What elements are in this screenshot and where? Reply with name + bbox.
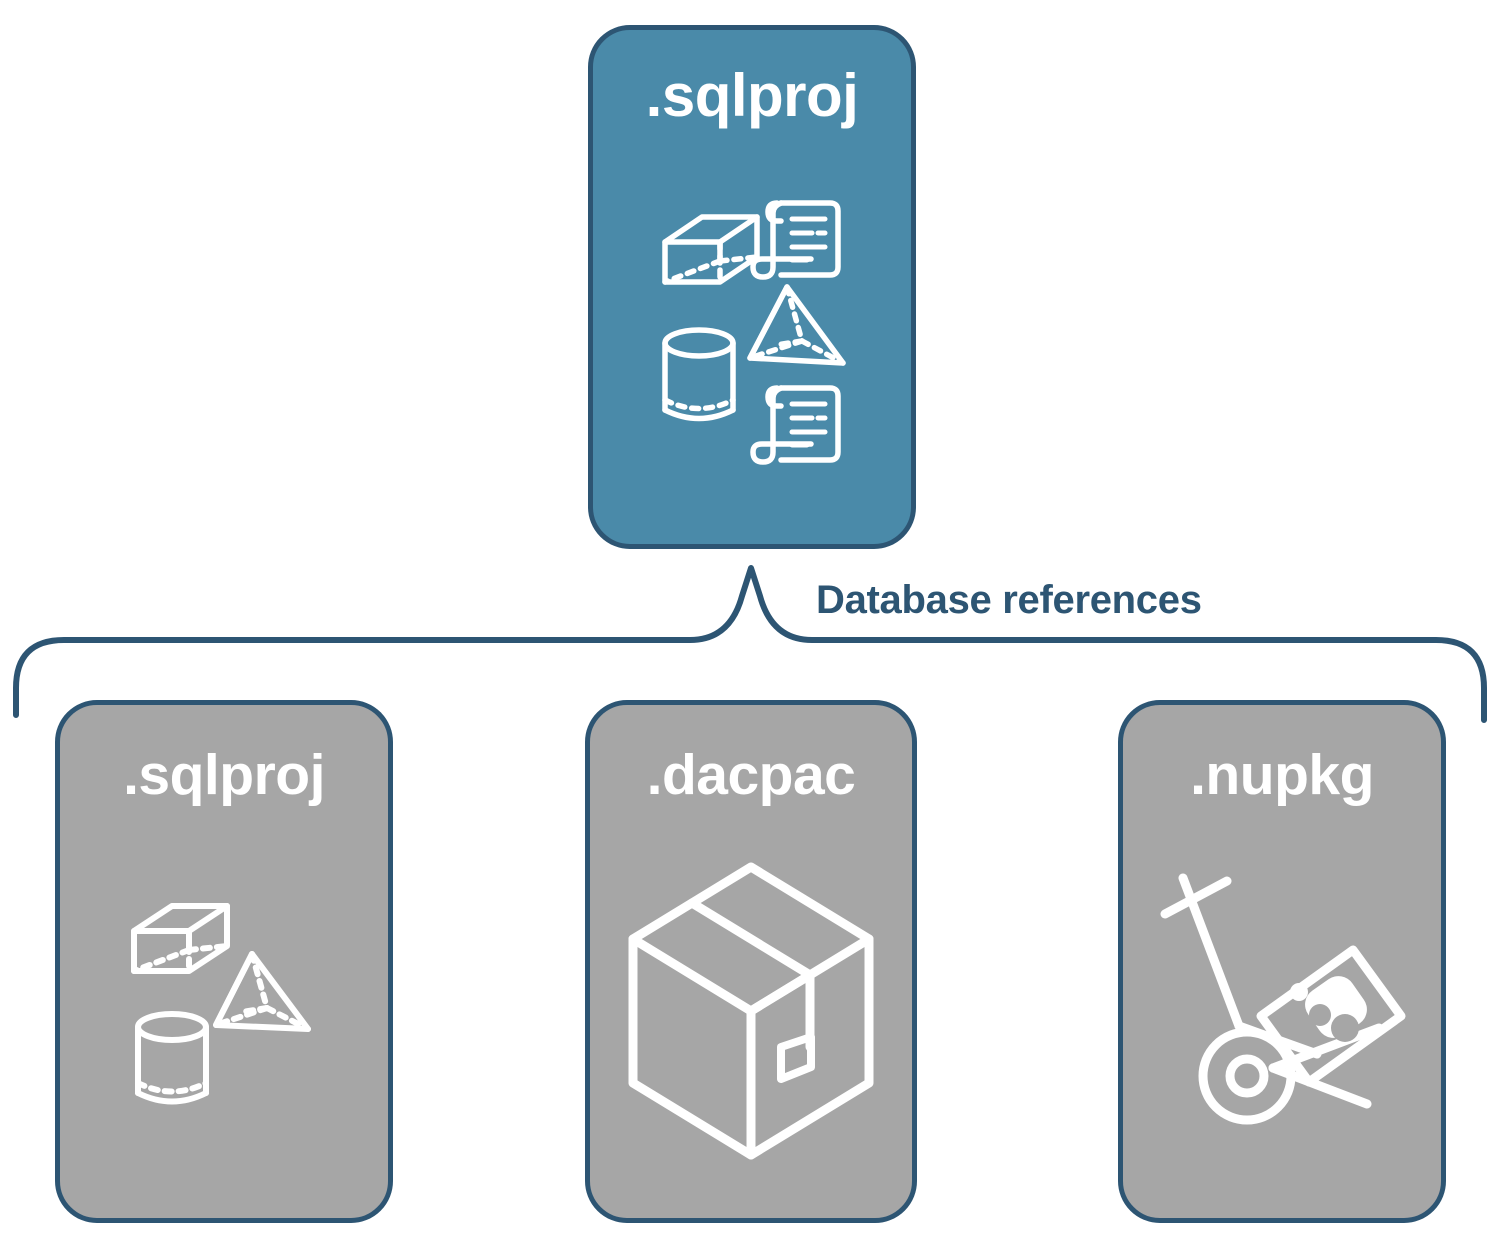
node-title-child-dacpac: .dacpac bbox=[646, 743, 856, 807]
node-card-root-sqlproj[interactable]: .sqlproj bbox=[588, 25, 916, 549]
node-title-child-sqlproj: .sqlproj bbox=[123, 743, 325, 807]
node-title-root: .sqlproj bbox=[645, 62, 859, 129]
root-icon-cluster bbox=[662, 200, 846, 465]
node-card-child-nupkg[interactable]: .nupkg bbox=[1118, 700, 1446, 1223]
nuget-package-box bbox=[1256, 945, 1406, 1087]
node-title-child-nupkg: .nupkg bbox=[1190, 743, 1374, 807]
node-icon-group-root bbox=[593, 126, 911, 544]
node-icon-group-child-nupkg bbox=[1123, 804, 1441, 1218]
cylinder-wireframe-icon bbox=[662, 327, 736, 422]
pyramid-wireframe-icon bbox=[747, 284, 846, 366]
node-card-child-sqlproj[interactable]: .sqlproj bbox=[55, 700, 393, 1223]
scroll-icon bbox=[750, 385, 841, 465]
cube-wireframe-icon bbox=[662, 214, 760, 285]
child-sqlproj-icon-cluster bbox=[131, 903, 311, 1105]
hand-truck-nuget-icon bbox=[1160, 873, 1406, 1125]
node-card-child-dacpac[interactable]: .dacpac bbox=[585, 700, 917, 1223]
nuget-logo-glyph bbox=[1290, 976, 1367, 1042]
pyramid-wireframe-icon bbox=[213, 951, 311, 1032]
package-box-icon bbox=[628, 862, 874, 1160]
node-icon-group-child-sqlproj bbox=[60, 804, 388, 1218]
scroll-icon bbox=[750, 200, 841, 280]
node-icon-group-child-dacpac bbox=[590, 804, 912, 1218]
connector-label-database-references: Database references bbox=[816, 578, 1202, 622]
hand-truck-wheel bbox=[1198, 1027, 1296, 1125]
hand-truck-handle bbox=[1160, 876, 1232, 919]
cylinder-wireframe-icon bbox=[135, 1011, 209, 1105]
cube-wireframe-icon bbox=[131, 903, 230, 974]
